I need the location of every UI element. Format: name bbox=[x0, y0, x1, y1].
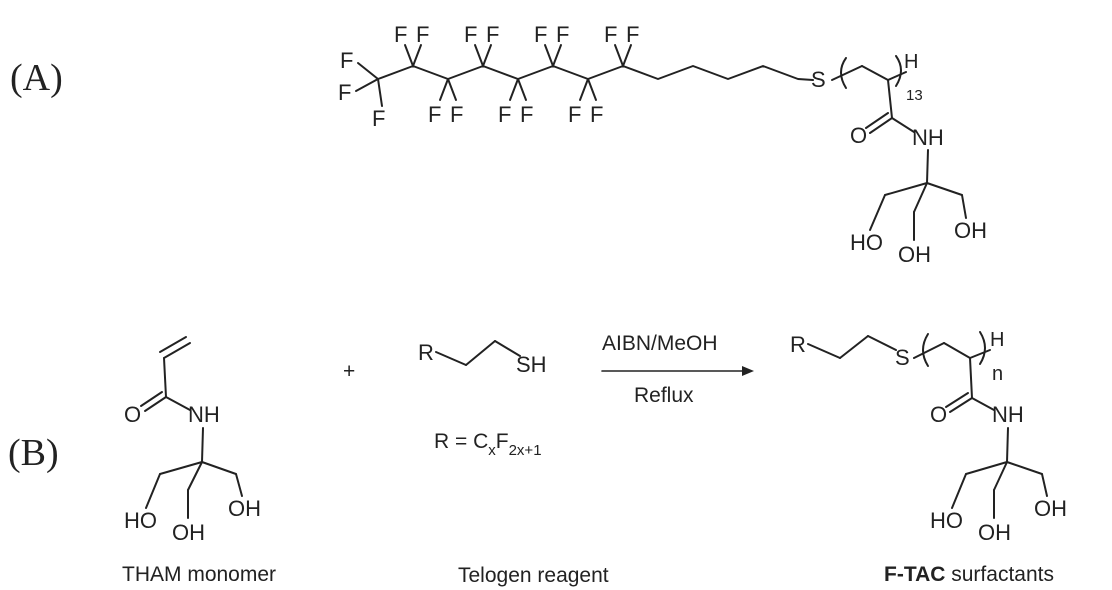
bracket-left bbox=[840, 57, 847, 89]
atom-oh: OH bbox=[898, 242, 931, 267]
atom-r: R bbox=[418, 340, 434, 365]
structure-tham-monomer: O NH HO OH OH bbox=[124, 336, 261, 545]
atom-f: F bbox=[498, 102, 511, 127]
caption-tham-monomer: THAM monomer bbox=[122, 563, 276, 586]
atom-r: R bbox=[790, 332, 806, 357]
atom-f: F bbox=[556, 22, 569, 47]
atom-h-end: H bbox=[990, 329, 1004, 351]
arrow-head bbox=[742, 366, 754, 376]
plus-sign: + bbox=[343, 360, 355, 383]
atom-nh: NH bbox=[188, 402, 220, 427]
atom-sh: SH bbox=[516, 352, 547, 377]
atom-nh: NH bbox=[992, 402, 1024, 427]
atom-f: F bbox=[428, 102, 441, 127]
atom-f: F bbox=[604, 22, 617, 47]
caption-f-tac-surfactants: F-TAC surfactants bbox=[884, 563, 1054, 586]
atom-f: F bbox=[534, 22, 547, 47]
atom-ho: HO bbox=[850, 230, 883, 255]
condition-above-arrow: AIBN/MeOH bbox=[602, 332, 718, 355]
atom-oh: OH bbox=[228, 496, 261, 521]
atom-oh: OH bbox=[172, 520, 205, 545]
structure-a-fluorinated-polymer: F F F F F F F F F F F F F F F F F S H 13… bbox=[338, 22, 987, 267]
atom-f: F bbox=[486, 22, 499, 47]
structure-telogen: R SH bbox=[418, 340, 547, 377]
atom-o: O bbox=[850, 123, 867, 148]
atom-oh: OH bbox=[978, 520, 1011, 545]
atom-o: O bbox=[124, 402, 141, 427]
condition-below-arrow: Reflux bbox=[634, 384, 694, 407]
atom-oh: OH bbox=[954, 218, 987, 243]
atom-f: F bbox=[450, 102, 463, 127]
repeat-count-n: n bbox=[992, 363, 1003, 385]
atom-s: S bbox=[895, 345, 910, 370]
atom-f: F bbox=[416, 22, 429, 47]
atom-s: S bbox=[811, 67, 826, 92]
atom-ho: HO bbox=[930, 508, 963, 533]
atom-nh: NH bbox=[912, 125, 944, 150]
atom-f: F bbox=[372, 106, 385, 131]
atom-h-end: H bbox=[904, 51, 918, 73]
atom-f: F bbox=[590, 102, 603, 127]
bracket-left bbox=[922, 333, 929, 367]
bracket-right bbox=[895, 55, 902, 87]
atom-f: F bbox=[626, 22, 639, 47]
bracket-right bbox=[979, 331, 986, 365]
panel-label-b: (B) bbox=[8, 432, 59, 474]
atom-f: F bbox=[520, 102, 533, 127]
atom-f: F bbox=[340, 48, 353, 73]
atom-f: F bbox=[464, 22, 477, 47]
structure-f-tac-product: R S H n O NH HO OH OH bbox=[790, 329, 1067, 545]
repeat-count-13: 13 bbox=[906, 87, 923, 104]
atom-f: F bbox=[568, 102, 581, 127]
caption-telogen: Telogen reagent bbox=[458, 564, 609, 587]
atom-oh: OH bbox=[1034, 496, 1067, 521]
atom-ho: HO bbox=[124, 508, 157, 533]
atom-f: F bbox=[338, 80, 351, 105]
panel-label-a: (A) bbox=[10, 57, 63, 99]
fluorocarbon-backbone bbox=[377, 65, 814, 81]
atom-o: O bbox=[930, 402, 947, 427]
r-definition: R = CxF2x+1 bbox=[434, 430, 542, 459]
atom-f: F bbox=[394, 22, 407, 47]
